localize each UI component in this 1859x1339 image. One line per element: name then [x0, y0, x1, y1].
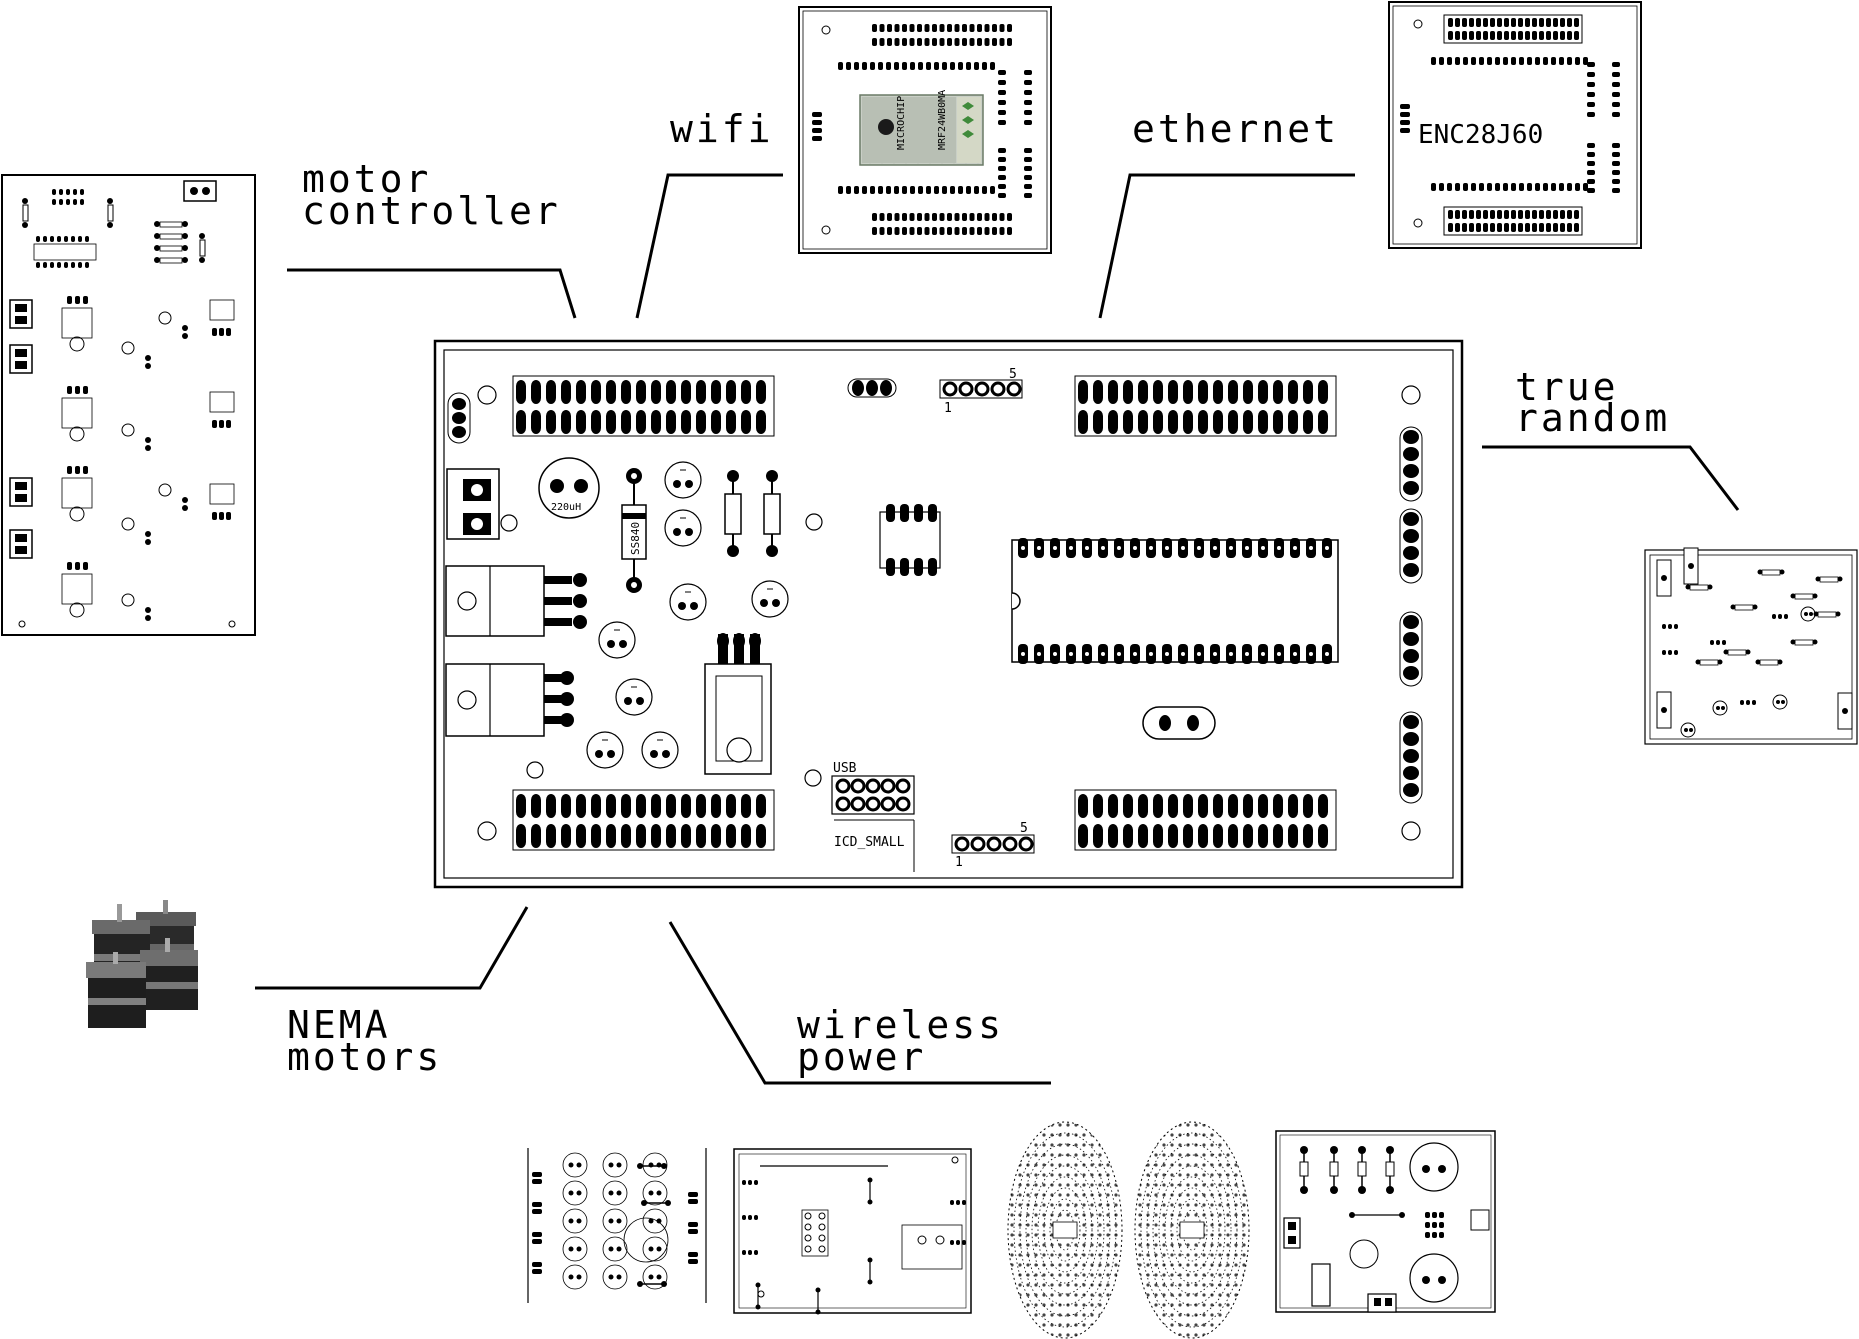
- label-nema-motors: NEMA motors: [287, 1003, 442, 1079]
- true-random-board: [1644, 547, 1858, 745]
- label-motor-controller: motor controller: [302, 157, 561, 233]
- main-board: 220uH SS840: [433, 339, 1464, 889]
- diode: SS840: [621, 468, 647, 593]
- svg-text:1: 1: [944, 401, 952, 416]
- svg-text:MICROCHIP: MICROCHIP: [896, 96, 907, 150]
- crystal: [1142, 706, 1216, 740]
- capacitors: [586, 461, 789, 769]
- dip8-ic: [879, 504, 941, 576]
- inductor: 220uH: [538, 457, 600, 519]
- nema-leader: [255, 906, 529, 990]
- dip40-ic: [1011, 538, 1339, 664]
- resistors: [724, 470, 781, 557]
- right-edge-headers: [1399, 426, 1423, 804]
- svg-text:NEMA: NEMA: [287, 1003, 391, 1047]
- wifi-leader: [635, 173, 783, 319]
- true-random-leader: [1482, 445, 1740, 511]
- wireless-power-board-2: [733, 1148, 972, 1315]
- coil-2: [1134, 1121, 1250, 1339]
- wifi-chip: MICROCHIP MRF24WB0MA: [859, 90, 984, 166]
- wifi-board: MICROCHIP MRF24WB0MA: [798, 6, 1052, 254]
- motor-controller-board: [1, 174, 256, 636]
- svg-text:USB: USB: [833, 761, 857, 776]
- label-wireless-power: wireless power: [797, 1003, 1004, 1079]
- svg-text:5: 5: [1020, 821, 1028, 836]
- screw-terminal: [446, 468, 500, 540]
- svg-text:1: 1: [955, 855, 963, 870]
- svg-text:5: 5: [1009, 367, 1017, 382]
- label-wifi: wifi: [670, 107, 774, 151]
- svg-text:random: random: [1515, 396, 1670, 440]
- label-true-random: true random: [1515, 365, 1670, 440]
- header-5pin-top: 1 5: [939, 367, 1023, 416]
- coil-1: [1007, 1121, 1123, 1339]
- nema-motors-image: [86, 900, 198, 1028]
- icsp-header: USB ICD_SMALL: [831, 761, 915, 872]
- svg-text:220uH: 220uH: [551, 502, 581, 513]
- motor-controller-leader: [287, 268, 577, 319]
- svg-text:ENC28J60: ENC28J60: [1418, 120, 1543, 150]
- svg-text:controller: controller: [302, 189, 561, 233]
- ethernet-leader: [1098, 173, 1355, 319]
- header-5pin-bottom: 1 5: [951, 821, 1035, 870]
- header-3pin: [847, 378, 897, 398]
- regulator-1: [445, 565, 587, 637]
- wireless-power-board-3: [1275, 1130, 1496, 1313]
- svg-text:true: true: [1515, 365, 1619, 409]
- svg-text:motor: motor: [302, 157, 431, 201]
- wireless-power-board-1: [527, 1148, 707, 1303]
- pin-headers: [512, 375, 1337, 851]
- svg-text:wireless: wireless: [797, 1003, 1004, 1047]
- ethernet-board: ENC28J60: [1388, 1, 1642, 249]
- svg-text:SS840: SS840: [629, 522, 642, 555]
- regulator-3: [704, 633, 772, 775]
- svg-text:power: power: [797, 1035, 926, 1079]
- label-ethernet: ethernet: [1132, 107, 1339, 151]
- header-left-3pin: [447, 392, 471, 444]
- regulator-2: [445, 663, 574, 737]
- svg-text:motors: motors: [287, 1035, 442, 1079]
- leader-lines: [255, 173, 1740, 1085]
- mounting-holes: [477, 385, 1421, 841]
- svg-text:MRF24WB0MA: MRF24WB0MA: [937, 90, 948, 150]
- svg-text:ICD_SMALL: ICD_SMALL: [834, 835, 905, 850]
- wireless-power-leader: [668, 921, 1051, 1085]
